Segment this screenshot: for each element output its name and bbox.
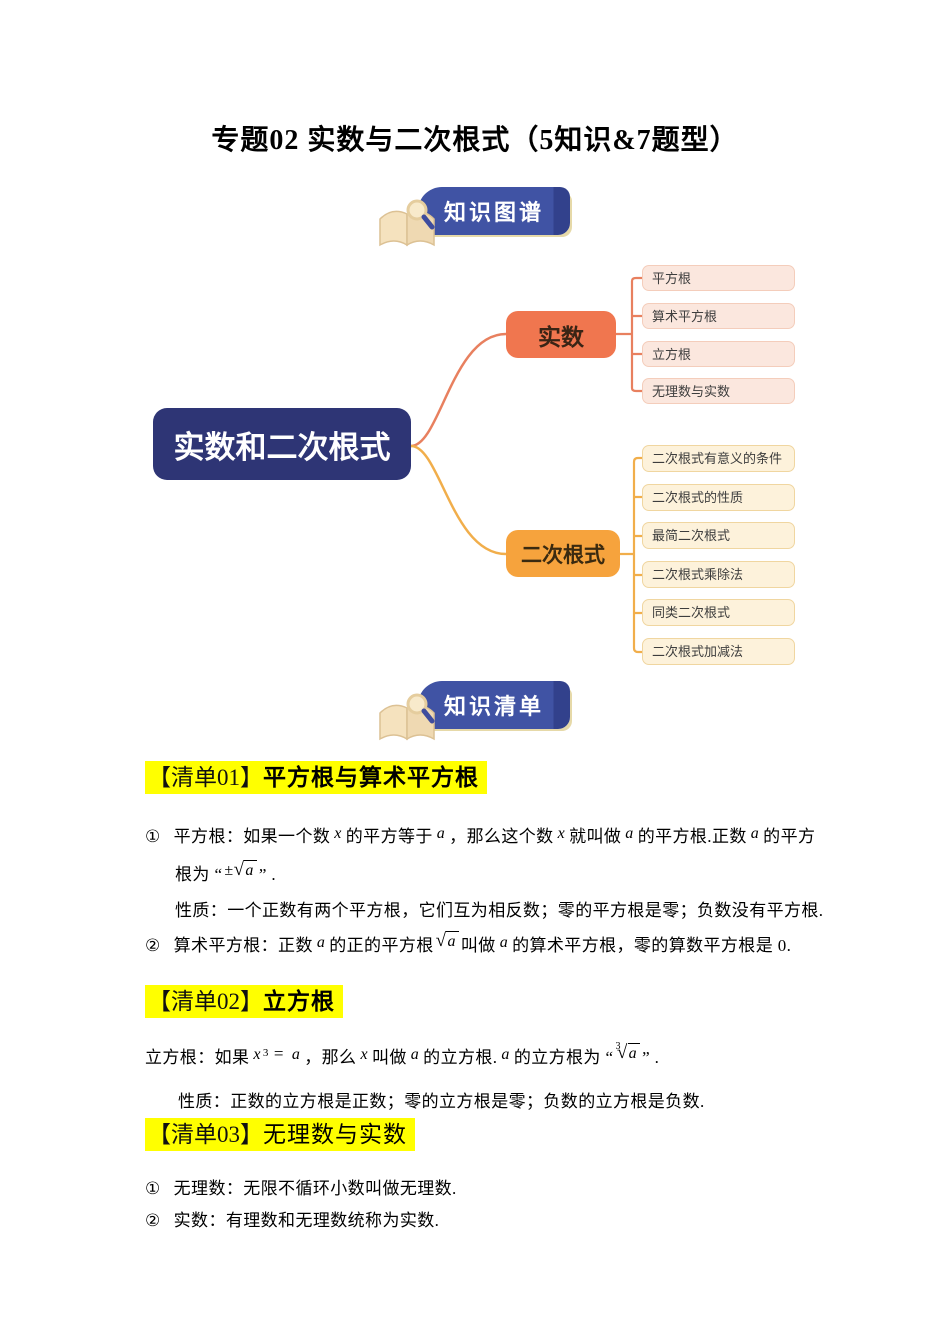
mindmap-leaf-properties: 二次根式的性质	[642, 484, 795, 511]
s2-property-line: 性质：正数的立方根是正数；零的立方根是零；负数的立方根是负数.	[178, 1092, 705, 1111]
mindmap-leaf-multiply-divide: 二次根式乘除法	[642, 561, 795, 588]
mindmap-node-real-numbers: 实数	[506, 311, 616, 358]
knowledge-map-label: 知识图谱	[418, 187, 570, 235]
section-title-03: 无理数与实数	[263, 1122, 407, 1147]
page-title: 专题02 实数与二次根式（5知识&7题型）	[211, 125, 739, 156]
mindmap-leaf-meaningful-condition: 二次根式有意义的条件	[642, 445, 795, 472]
mindmap-root-node: 实数和二次根式	[153, 408, 411, 480]
mindmap-leaf-irrational-real: 无理数与实数	[642, 378, 795, 404]
plus-minus-sqrt-a-formula: ±√a	[224, 859, 257, 880]
section-heading-01: 【清单01】平方根与算术平方根	[145, 758, 487, 794]
mindmap-leaf-cube-root: 立方根	[642, 341, 795, 367]
mindmap-leaf-add-subtract: 二次根式加减法	[642, 638, 795, 665]
s1-item1-line2: 根为 “±√a” .	[175, 859, 277, 884]
s1-property-line: 性质：一个正数有两个平方根，它们互为相反数；零的平方根是零；负数没有平方根.	[175, 901, 824, 920]
mindmap-node-quadratic-radical: 二次根式	[506, 530, 620, 577]
section-title-01: 平方根与算术平方根	[263, 765, 479, 790]
knowledge-map-badge: 知识图谱	[376, 187, 636, 257]
section-heading-02: 【清单02】立方根	[145, 982, 343, 1018]
mindmap-leaf-like-radicals: 同类二次根式	[642, 599, 795, 626]
cube-root-a-formula: 3√a	[615, 1041, 641, 1063]
sqrt-a-formula: √a	[436, 930, 459, 951]
book-magnifier-icon	[376, 691, 440, 752]
section-title-02: 立方根	[263, 989, 335, 1014]
mindmap-leaf-simplest-form: 最简二次根式	[642, 522, 795, 549]
mindmap-leaf-square-root: 平方根	[642, 265, 795, 291]
book-magnifier-icon	[376, 197, 440, 258]
knowledge-list-badge: 知识清单	[376, 681, 636, 751]
section-heading-03: 【清单03】无理数与实数	[145, 1115, 415, 1151]
knowledge-list-label: 知识清单	[418, 681, 570, 729]
mindmap-leaf-arithmetic-square-root: 算术平方根	[642, 303, 795, 329]
